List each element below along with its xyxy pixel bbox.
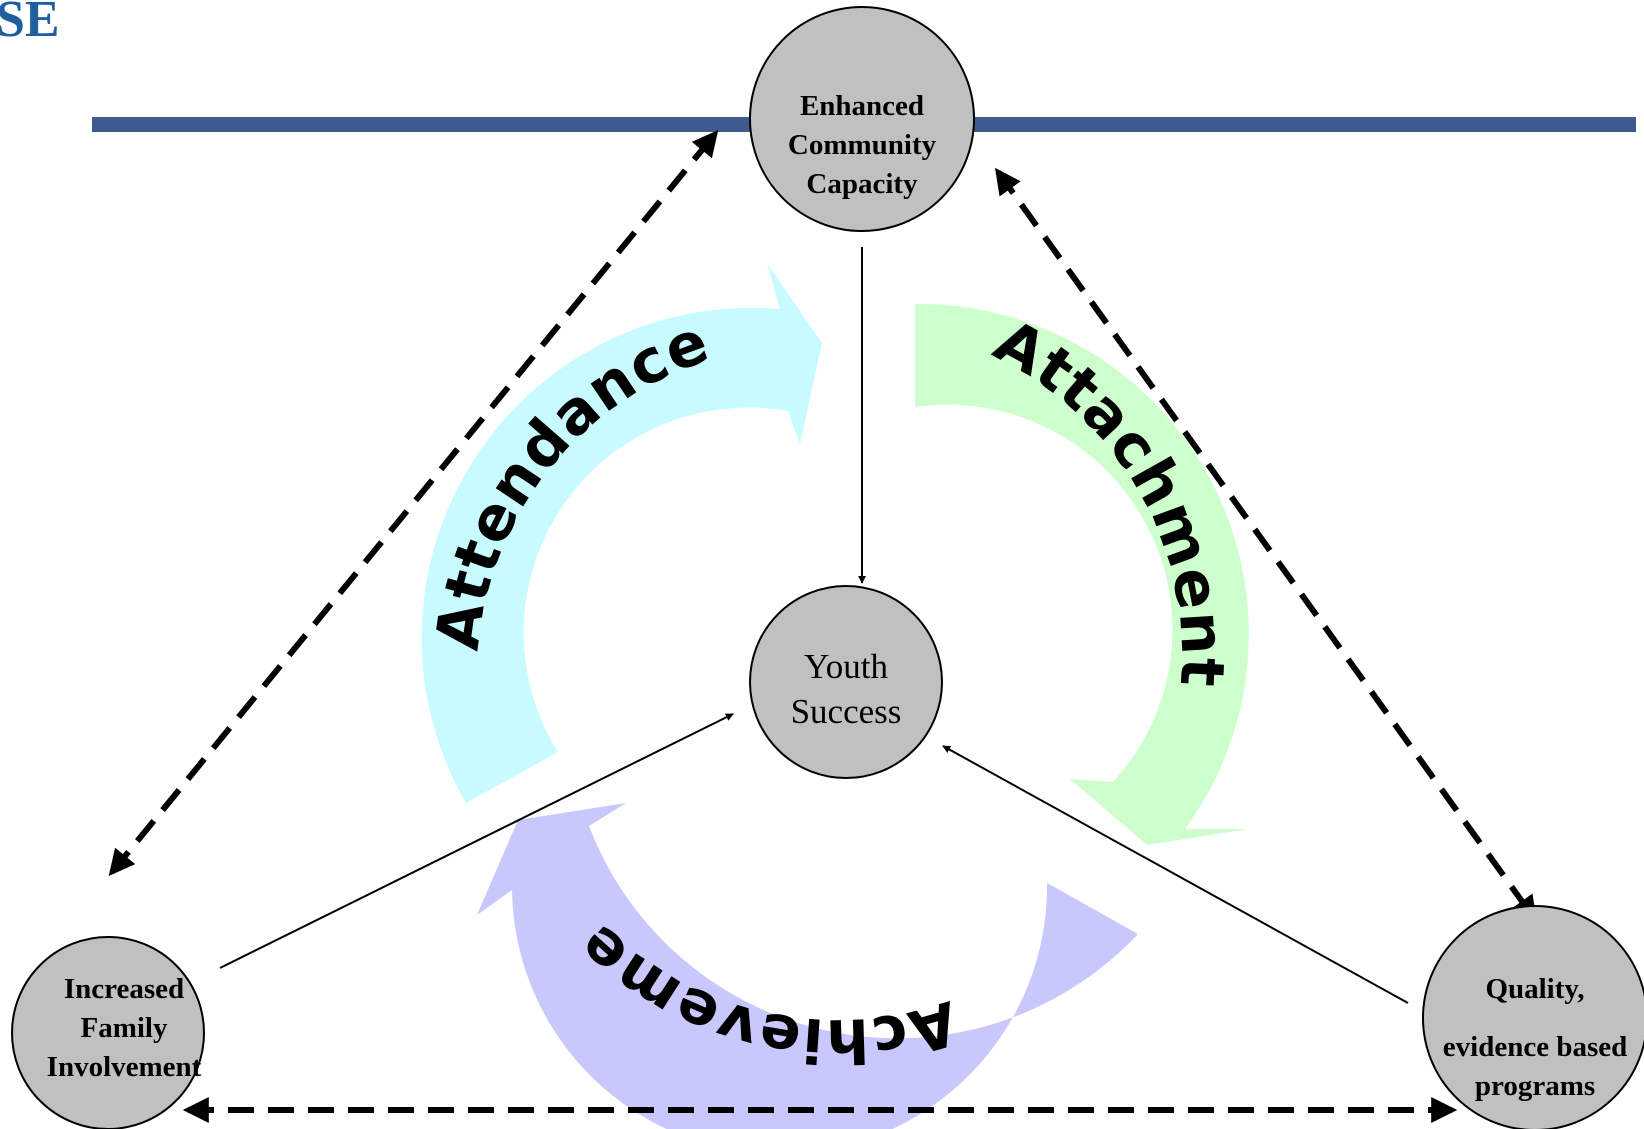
arrow-right-to-center [942,745,1409,1004]
node-top-line-1: Enhanced [800,90,924,122]
node-quality-evidence-based-programs: Quality, evidence based programs [1422,905,1644,1129]
node-left-line-1: Increased [64,973,184,1005]
node-youth-success: Youth Success [749,585,943,779]
dashed-arrow-top-left [108,129,719,877]
attachment-label-path: Attachment [983,306,1236,689]
arrow-left-to-center [219,713,734,969]
node-top-line-2: Community [788,129,937,161]
node-increased-family-involvement: Increased Family Involvement [11,936,205,1129]
node-right-line-1: Quality, [1485,973,1584,1005]
node-enhanced-community-capacity: Enhanced Community Capacity [749,6,975,232]
node-center-line-1: Youth [804,647,888,686]
node-right-line-2: evidence based [1443,1031,1627,1063]
achievement-cycle-arrow [477,803,1138,1129]
node-right-line-3: programs [1475,1070,1595,1102]
node-top-line-3: Capacity [806,168,918,200]
dashed-arrow-top-right [994,167,1538,923]
attachment-label: Attachment [983,306,1237,689]
node-left-line-2: Family [81,1012,168,1044]
node-center-line-2: Success [791,692,902,731]
node-left-line-3: Involvement [47,1051,202,1083]
logo-text: SE [0,0,60,48]
